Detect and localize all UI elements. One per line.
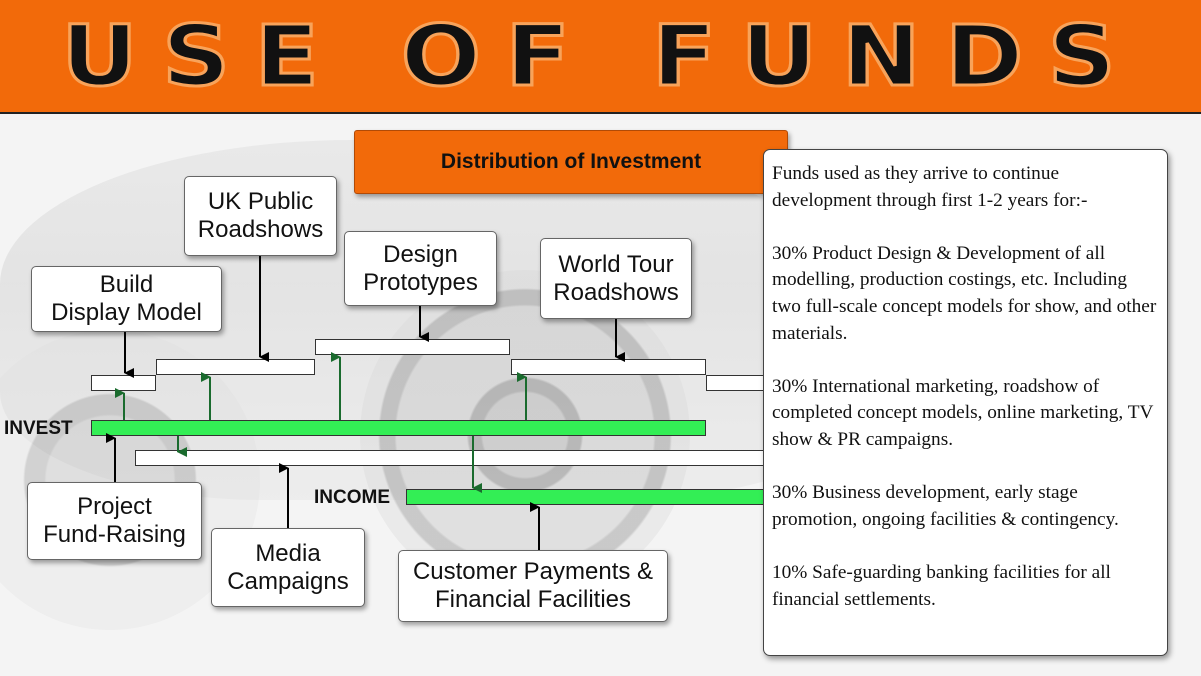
project-fund-raising-box: Project Fund-Raising bbox=[27, 482, 202, 560]
notes-intro: Funds used as they arrive to continue de… bbox=[772, 163, 1088, 211]
design-prototypes-bar bbox=[315, 339, 510, 355]
title-banner: USE OF FUNDS bbox=[0, 0, 1201, 114]
uk-public-roadshows-box: UK Public Roadshows bbox=[184, 176, 337, 256]
customer-payments-box: Customer Payments & Financial Facilities bbox=[398, 550, 668, 622]
income-label: INCOME bbox=[314, 487, 390, 508]
build-model-bar bbox=[91, 375, 156, 391]
design-prototypes-box: Design Prototypes bbox=[344, 231, 497, 306]
world-tour-bar bbox=[511, 359, 706, 375]
notes-business-development: 30% Business development, early stage pr… bbox=[772, 482, 1119, 530]
build-display-model-box: Build Display Model bbox=[31, 266, 222, 332]
invest-bar bbox=[91, 420, 706, 436]
page-title: USE OF FUNDS bbox=[59, 6, 1141, 107]
income-bar bbox=[406, 489, 776, 505]
media-campaign-bar bbox=[135, 450, 775, 466]
uk-roadshows-bar bbox=[156, 359, 315, 375]
notes-marketing: 30% International marketing, roadshow of… bbox=[772, 375, 1154, 450]
media-campaigns-box: Media Campaigns bbox=[211, 528, 365, 607]
notes-banking: 10% Safe-guarding banking facilities for… bbox=[772, 561, 1111, 610]
subtitle-text: Distribution of Investment bbox=[440, 150, 702, 173]
world-tour-roadshows-box: World Tour Roadshows bbox=[540, 238, 692, 319]
invest-label: INVEST bbox=[4, 418, 73, 439]
subtitle-box: Distribution of Investment bbox=[354, 130, 788, 194]
notes-product-design: 30% Product Design & Development of all … bbox=[772, 242, 1157, 344]
funds-notes-panel: Funds used as they arrive to continue de… bbox=[763, 149, 1168, 656]
